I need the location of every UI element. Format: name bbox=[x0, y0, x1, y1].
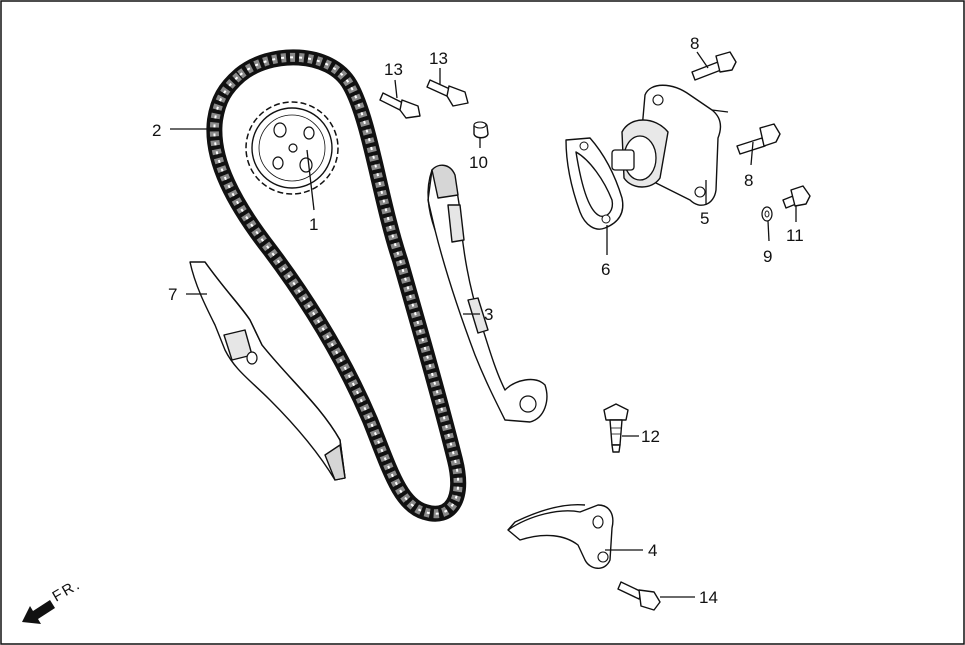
dowel-pin bbox=[473, 121, 489, 139]
front-direction-label: FR. bbox=[50, 576, 85, 606]
callout-13-left: 13 bbox=[384, 60, 403, 79]
flange-bolt-13a bbox=[379, 92, 421, 119]
callout-13-right: 13 bbox=[429, 49, 448, 68]
chain-guide-lower bbox=[507, 503, 614, 569]
front-direction-arrow-icon bbox=[22, 600, 55, 624]
callout-7: 7 bbox=[168, 285, 177, 304]
cam-chain bbox=[206, 49, 467, 522]
callout-6: 6 bbox=[601, 260, 610, 279]
flange-bolt-13b bbox=[426, 79, 469, 107]
callout-3: 3 bbox=[484, 305, 493, 324]
sealing-bolt bbox=[782, 185, 811, 209]
leader-lines bbox=[170, 51, 797, 598]
callout-labels: 1 2 3 4 5 6 7 8 8 9 10 11 12 13 13 14 bbox=[152, 34, 804, 607]
flange-bolt-14 bbox=[617, 581, 661, 611]
callout-1: 1 bbox=[309, 215, 318, 234]
callout-14: 14 bbox=[699, 588, 718, 607]
lifter-gasket bbox=[565, 137, 624, 230]
bolt-8a bbox=[691, 51, 737, 81]
chain-tensioner-slipper bbox=[427, 164, 548, 423]
bolt-8b bbox=[736, 123, 781, 155]
callout-11: 11 bbox=[786, 226, 804, 245]
callout-2: 2 bbox=[152, 121, 161, 140]
callout-12: 12 bbox=[641, 427, 660, 446]
chain-guide bbox=[189, 261, 346, 481]
callout-9: 9 bbox=[763, 247, 772, 266]
callout-4: 4 bbox=[648, 541, 657, 560]
callout-10: 10 bbox=[469, 153, 488, 172]
callout-5: 5 bbox=[700, 209, 709, 228]
callout-8-side: 8 bbox=[744, 171, 753, 190]
chain-tensioner-lifter bbox=[611, 84, 729, 206]
washer bbox=[761, 206, 773, 222]
callout-8-top: 8 bbox=[690, 34, 699, 53]
cam-sprocket bbox=[245, 101, 339, 195]
pivot-bolt bbox=[603, 403, 629, 453]
